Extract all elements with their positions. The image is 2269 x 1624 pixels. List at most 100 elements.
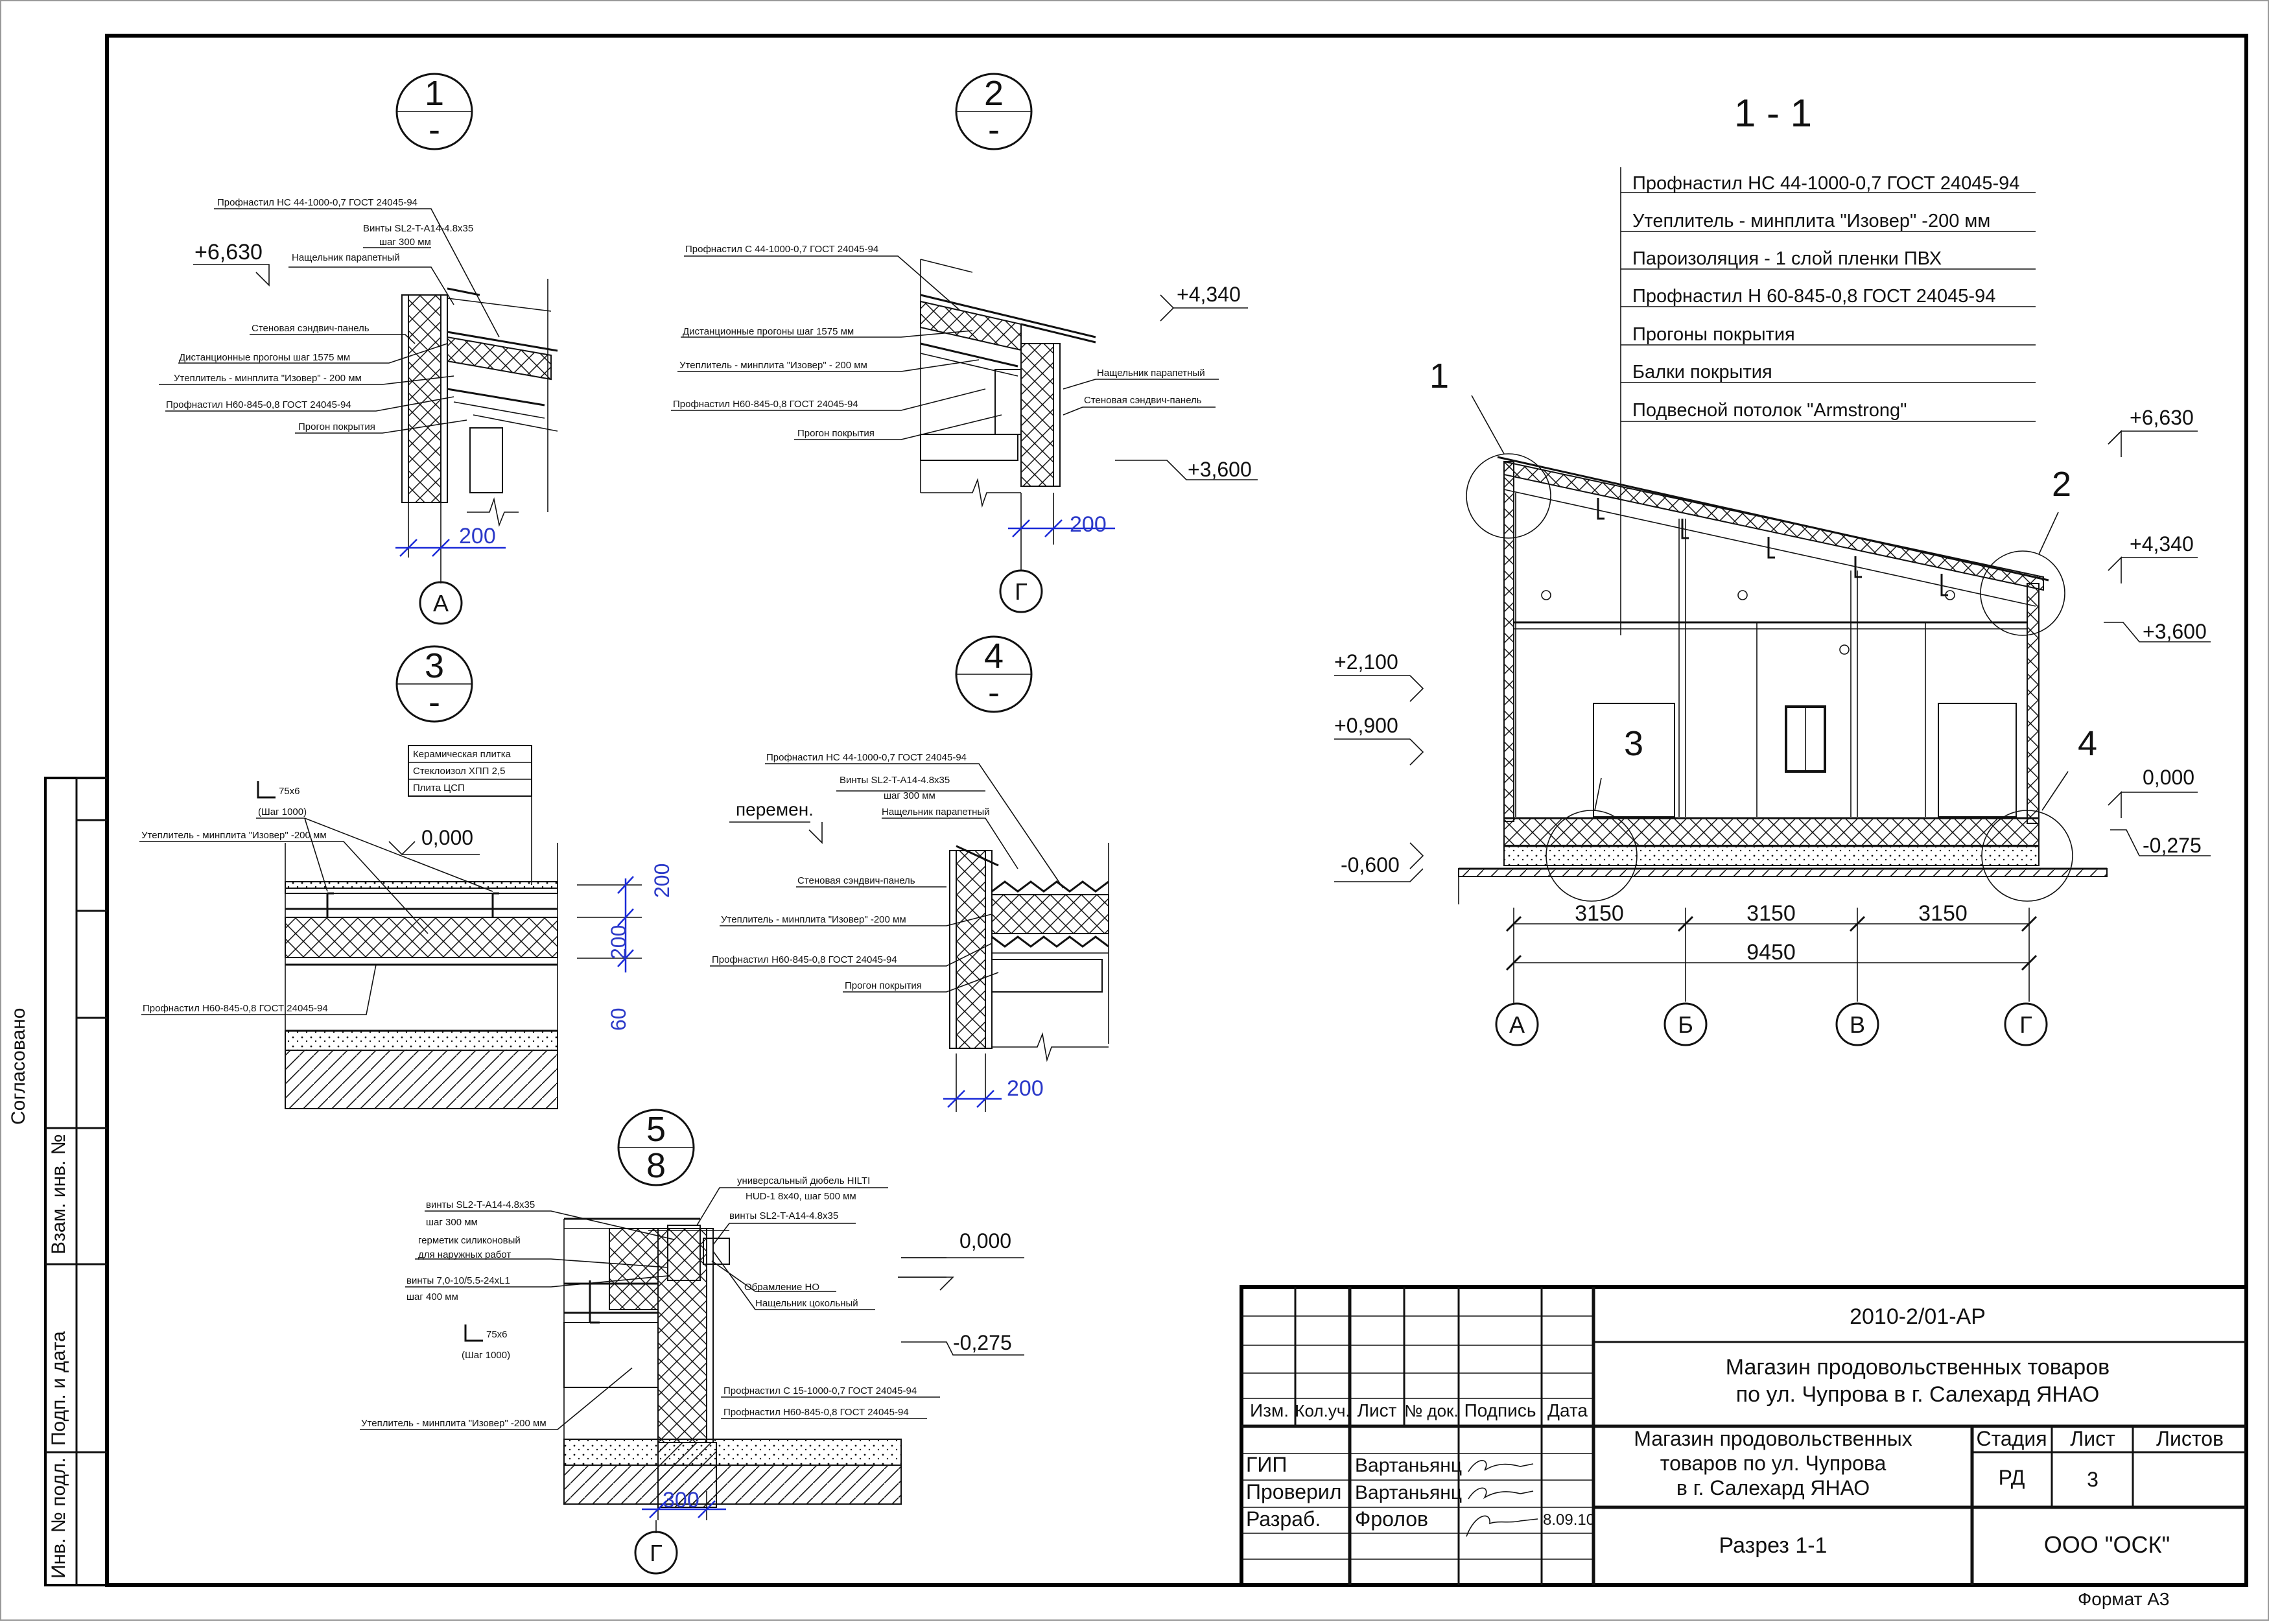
detail-5-label-right-2: винты SL2-T-A14-4.8x35 bbox=[729, 1210, 838, 1221]
titleblock-header-4: Подпись bbox=[1464, 1400, 1536, 1420]
section-layer-1: Утеплитель - минплита "Изовер" -200 мм bbox=[1632, 211, 1990, 231]
detail-3-floor-layer-0: Керамическая плитка bbox=[413, 749, 511, 760]
detail-2: 2 - Профнастил С 44-1000-0,7 ГОСТ 24045-… bbox=[671, 73, 1258, 613]
detail-2-label-2: Утеплитель - минплита "Изовер" - 200 мм bbox=[679, 360, 867, 371]
detail-5-label-right-4: Нащельник цокольный bbox=[755, 1298, 858, 1309]
section-layer-2: Пароизоляция - 1 слой пленки ПВХ bbox=[1632, 248, 1942, 269]
detail-5-label-left-4: винты 7,0-10/5.5-24xL1 bbox=[406, 1275, 510, 1286]
detail-3-floor-layer-1: Стеклоизол ХПП 2,5 bbox=[413, 766, 505, 777]
titleblock-drawing: Разрез 1-1 bbox=[1719, 1533, 1828, 1558]
detail-3-angle-step: (Шаг 1000) bbox=[258, 806, 307, 818]
detail-4-number: 4 bbox=[984, 637, 1004, 676]
detail-5-label-right-6: Профнастил Н60-845-0,8 ГОСТ 24045-94 bbox=[723, 1407, 909, 1418]
detail-1-label-5: Дистанционные прогоны шаг 1575 мм bbox=[179, 352, 350, 363]
titleblock-role-0: ГИП bbox=[1246, 1453, 1287, 1476]
signature-author bbox=[1466, 1515, 1538, 1537]
margin-label-agreed: Согласовано bbox=[8, 1008, 29, 1125]
margin-label-replaced: Взам. инв. № bbox=[48, 1134, 69, 1254]
detail-2-axis: Г bbox=[1015, 578, 1028, 605]
detail-1-label-3: Нащельник парапетный bbox=[292, 252, 400, 263]
section-level-l0: +2,100 bbox=[1334, 650, 1398, 674]
section-level-r3: 0,000 bbox=[2143, 766, 2194, 789]
detail-2-number: 2 bbox=[984, 74, 1004, 113]
titleblock-stage: РД bbox=[1999, 1466, 2025, 1489]
titleblock-header-1: Кол.уч. bbox=[1295, 1401, 1350, 1420]
titleblock-sheets-header: Листов bbox=[2156, 1427, 2224, 1450]
detail-5-label-right-5: Профнастил С 15-1000-0,7 ГОСТ 24045-94 bbox=[723, 1385, 917, 1396]
titleblock-header-2: Лист bbox=[1358, 1400, 1397, 1420]
detail-5-axis: Г bbox=[650, 1540, 663, 1566]
detail-3-label-0: Утеплитель - минплита "Изовер" -200 мм bbox=[141, 830, 327, 841]
detail-4: 4 - Профнастил НС 44-1000-0,7 ГОСТ 24045… bbox=[710, 635, 1109, 1112]
detail-1-label-8: Прогон покрытия bbox=[298, 421, 375, 432]
detail-2-label-6: Стеновая сэндвич-панель bbox=[1084, 395, 1202, 406]
detail-1-number: 1 bbox=[425, 74, 444, 113]
section-level-l2: -0,600 bbox=[1341, 853, 1400, 877]
detail-4-label-0: Профнастил НС 44-1000-0,7 ГОСТ 24045-94 bbox=[766, 752, 967, 763]
format-label: Формат А3 bbox=[2078, 1589, 2170, 1609]
titleblock-name-0: Вартаньянц bbox=[1355, 1455, 1462, 1476]
section-level-r1: +4,340 bbox=[2130, 532, 2194, 556]
detail-5-label-left-3: для наружных работ bbox=[418, 1249, 511, 1260]
detail-1-axis: А bbox=[433, 590, 449, 617]
detail-4-label-4: Стеновая сэндвич-панель bbox=[797, 875, 915, 886]
detail-5-label-right-1: HUD-1 8x40, шаг 500 мм bbox=[746, 1191, 856, 1202]
titleblock-company: ООО "ОСК" bbox=[2044, 1531, 2170, 1558]
detail-4-label-3: Нащельник парапетный bbox=[882, 806, 990, 818]
section-callout-4: 4 bbox=[2078, 724, 2097, 763]
detail-4-sheet: - bbox=[988, 673, 1000, 712]
section-span-2: 3150 bbox=[1918, 901, 1968, 926]
detail-4-label-7: Прогон покрытия bbox=[845, 980, 922, 991]
detail-3-dim-0: 200 bbox=[650, 864, 674, 898]
detail-4-label-2: шаг 300 мм bbox=[884, 790, 935, 801]
detail-5-label-left-6: Утеплитель - минплита "Изовер" -200 мм bbox=[361, 1418, 547, 1429]
titleblock-code: 2010-2/01-АР bbox=[1850, 1304, 1986, 1329]
titleblock-role-2: Разраб. bbox=[1246, 1507, 1321, 1531]
section-axis-a: А bbox=[1509, 1011, 1525, 1038]
signature-checked bbox=[1468, 1487, 1534, 1500]
titleblock-header-0: Изм. bbox=[1250, 1400, 1289, 1420]
section-axis-g: Г bbox=[2019, 1011, 2032, 1038]
detail-1-sheet: - bbox=[429, 110, 440, 149]
detail-5-level-bottom: -0,275 bbox=[953, 1331, 1012, 1354]
detail-2-label-1: Дистанционные прогоны шаг 1575 мм bbox=[683, 326, 854, 337]
section-total: 9450 bbox=[1746, 940, 1796, 965]
detail-5-angle: 75x6 bbox=[486, 1329, 508, 1340]
section-level-r2: +3,600 bbox=[2143, 620, 2207, 643]
detail-2-label-3: Профнастил Н60-845-0,8 ГОСТ 24045-94 bbox=[673, 399, 858, 410]
detail-1-label-0: Профнастил НС 44-1000-0,7 ГОСТ 24045-94 bbox=[217, 197, 417, 208]
detail-3-label-1: Профнастил Н60-845-0,8 ГОСТ 24045-94 bbox=[143, 1003, 328, 1014]
titleblock-sheet: 3 bbox=[2087, 1468, 2099, 1491]
detail-1-label-2: шаг 300 мм bbox=[379, 237, 431, 248]
titleblock-project-line2: по ул. Чупрова в г. Салехард ЯНАО bbox=[1736, 1382, 2100, 1407]
detail-2-level-bottom: +3,600 bbox=[1188, 458, 1252, 481]
detail-1: 1 - Профнастил НС 44-1000-0,7 ГОСТ 24045… bbox=[159, 73, 558, 625]
detail-1-label-7: Профнастил Н60-845-0,8 ГОСТ 24045-94 bbox=[166, 399, 351, 410]
detail-3-dim-2: 60 bbox=[607, 1007, 630, 1031]
detail-3-level: 0,000 bbox=[421, 826, 473, 849]
detail-2-label-4: Прогон покрытия bbox=[797, 428, 875, 439]
titleblock-header-5: Дата bbox=[1547, 1400, 1588, 1420]
detail-2-label-0: Профнастил С 44-1000-0,7 ГОСТ 24045-94 bbox=[685, 244, 878, 255]
detail-4-label-5: Утеплитель - минплита "Изовер" -200 мм bbox=[721, 914, 906, 925]
detail-1-label-6: Утеплитель - минплита "Изовер" - 200 мм bbox=[174, 373, 362, 384]
section-1-1: 1 - 1 Профнастил НС 44-1000-0,7 ГОСТ 240… bbox=[1334, 91, 2211, 1046]
detail-5-number: 5 bbox=[646, 1110, 666, 1149]
detail-2-label-5: Нащельник парапетный bbox=[1097, 368, 1205, 379]
detail-5-label-left-5: шаг 400 мм bbox=[406, 1291, 458, 1302]
titleblock-object-line2: товаров по ул. Чупрова bbox=[1660, 1452, 1887, 1475]
detail-4-label-1: Винты SL2-T-A14-4.8x35 bbox=[840, 775, 950, 786]
detail-5-label-right-0: универсальный дюбель HILTI bbox=[737, 1175, 870, 1186]
signature-gip bbox=[1468, 1460, 1534, 1472]
detail-3-floor-layer-2: Плита ЦСП bbox=[413, 783, 465, 794]
detail-5-angle-step: (Шаг 1000) bbox=[462, 1350, 510, 1361]
section-layer-4: Прогоны покрытия bbox=[1632, 324, 1795, 345]
section-title: 1 - 1 bbox=[1734, 91, 1812, 135]
detail-5-label-left-1: шаг 300 мм bbox=[426, 1217, 478, 1228]
section-axis-v: В bbox=[1850, 1011, 1865, 1038]
section-layer-6: Подвесной потолок "Armstrong" bbox=[1632, 400, 1907, 421]
detail-2-sheet: - bbox=[988, 110, 1000, 149]
